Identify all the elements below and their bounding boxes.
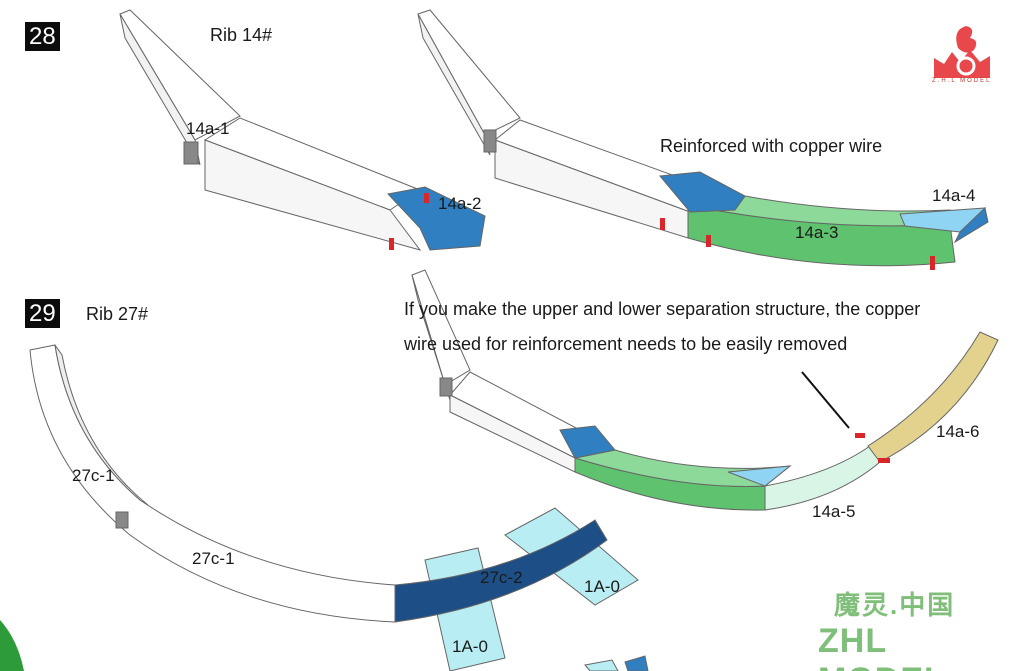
label-14a-2: 14a-2 <box>438 194 482 213</box>
part-14a-1-side <box>119 13 201 166</box>
note-reinforced: Reinforced with copper wire <box>660 136 883 156</box>
note-leader-line <box>801 371 850 429</box>
rib-14-upper-side <box>417 13 491 156</box>
red-pin <box>855 433 865 438</box>
part-14a-5-mint <box>764 445 881 511</box>
label-27c-1-lower: 27c-1 <box>192 549 235 568</box>
part-27c-2-navy <box>394 519 608 623</box>
joint-block <box>483 129 497 153</box>
brand-chinese: 魔灵.中国 <box>834 590 956 620</box>
label-14a-4: 14a-4 <box>932 186 976 205</box>
rib-14-separation-assembly <box>411 269 999 511</box>
step-29-badge: 29 <box>25 299 60 328</box>
red-pin <box>878 458 890 463</box>
part-14a-blue-wedge <box>559 425 616 459</box>
red-pin <box>660 218 665 230</box>
part-14a-6-tan <box>867 331 999 463</box>
zhl-logo <box>934 26 990 78</box>
red-pin <box>424 193 429 203</box>
rib-27-title: Rib 27# <box>86 304 149 324</box>
corner-decoration <box>0 620 24 671</box>
part-14a-4-side <box>953 207 989 244</box>
brand-english: ZHL MODEL <box>818 622 945 671</box>
part-27c-1-inner <box>54 344 149 506</box>
part-corner <box>624 655 649 671</box>
rib-14-left-assembly <box>119 9 486 251</box>
part-14a-2-blue <box>387 186 486 251</box>
logo-text: Z.H.L MODEL <box>932 78 992 84</box>
red-pin <box>930 256 935 270</box>
pad-corner <box>584 659 619 671</box>
label-14a-1: 14a-1 <box>186 119 230 138</box>
part-14a-blue-wedge <box>659 171 746 213</box>
label-14a-5: 14a-5 <box>812 502 856 521</box>
label-27c-1-upper: 27c-1 <box>72 466 115 485</box>
label-14a-3: 14a-3 <box>795 223 839 242</box>
rib-14-bar-front <box>204 139 422 251</box>
label-14a-6: 14a-6 <box>936 422 980 441</box>
rib-upper-white <box>411 269 471 386</box>
part-14a-lightblue-wedge <box>727 465 792 487</box>
red-pin <box>706 235 711 247</box>
joint-block <box>439 377 453 397</box>
label-27c-2: 27c-2 <box>480 568 523 587</box>
label-1a-0-bottom: 1A-0 <box>452 637 488 656</box>
joint-block <box>115 511 129 529</box>
note-separation-line-2: wire used for reinforcement needs to be … <box>404 334 848 354</box>
note-separation-line-1: If you make the upper and lower separati… <box>404 299 921 319</box>
rib-27-assembly <box>29 344 649 671</box>
step-28-badge: 28 <box>25 22 60 51</box>
joint-block <box>183 141 199 165</box>
rib-14-right-assembly <box>417 9 989 267</box>
rib-14-title: Rib 14# <box>210 25 273 45</box>
label-1a-0-right: 1A-0 <box>584 577 620 596</box>
red-pin <box>389 238 394 250</box>
